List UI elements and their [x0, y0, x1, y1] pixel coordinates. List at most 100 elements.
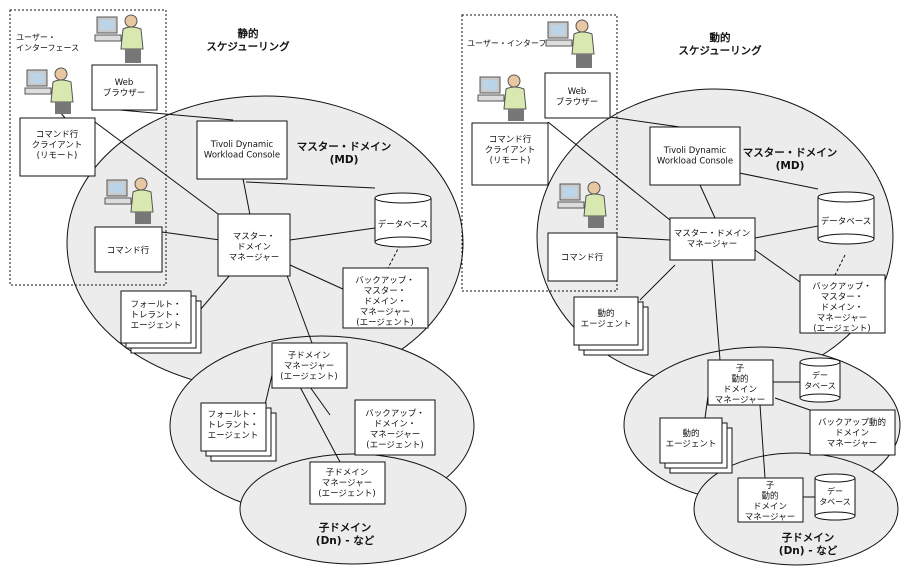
static-child-backup-box — [354, 399, 436, 456]
label-line: マスター・ — [233, 232, 276, 242]
dynamic-user-icon-3 — [557, 181, 607, 228]
label-line: ドメイン — [723, 385, 757, 395]
dynamic-child-manager-label: 子動的ドメインマネージャー — [715, 364, 765, 406]
static-database-label: データベース — [378, 219, 429, 230]
static-grandchild-manager-label: 子ドメインマネージャー(エージェント) — [318, 468, 375, 499]
dynamic-cli-remote-label: コマンド行クライアント(リモート) — [485, 134, 536, 166]
static-console-box — [196, 120, 288, 180]
label-line: ドメイン・ — [821, 303, 864, 313]
label-line: コマンド行 — [107, 245, 150, 256]
label-line: マスター・ — [821, 293, 864, 303]
label-line: (MD) — [330, 154, 359, 166]
label-line: (Dn) - など — [779, 544, 838, 557]
label-line: エージェント — [208, 431, 259, 441]
static-master-manager-label: マスター・ドメインマネージャー — [229, 232, 279, 263]
dynamic-child-backup-box — [809, 409, 896, 456]
label-line: 子ドメイン — [319, 522, 372, 534]
label-line: デー — [827, 486, 843, 496]
dynamic-backup-master-label: バックアップ・マスター・ドメイン・マネージャー(エージェント) — [812, 282, 872, 334]
dynamic-grandchild-db-label: データベース — [819, 486, 851, 507]
static-user-icon-3 — [104, 177, 154, 224]
label-line: フォールト・ — [130, 300, 181, 310]
label-line: マネージャー — [687, 240, 737, 250]
label-line: マネージャー — [817, 314, 867, 324]
label-line: クライアント — [485, 146, 536, 156]
dynamic-child-agent-stack — [659, 417, 733, 474]
dynamic-child-manager-box — [707, 359, 774, 406]
label-line: 子ドメイン — [782, 532, 835, 544]
label-line: 動的 — [710, 31, 731, 44]
label-line: ドメイン — [237, 243, 271, 253]
label-line: コマンド行 — [36, 129, 79, 140]
label-line: データベース — [821, 216, 872, 227]
static-child-manager-label: 子ドメインマネージャー(エージェント) — [280, 351, 337, 382]
label-line: マネージャー — [715, 396, 765, 406]
dynamic-agent-stack — [573, 296, 649, 356]
dynamic-user-interface-frame — [461, 14, 618, 292]
label-line: Workload Console — [204, 151, 280, 161]
static-title: 静的スケジューリング — [206, 27, 290, 53]
label-line: 子ドメイン — [326, 468, 369, 478]
label-line: Tivoli Dynamic — [663, 146, 727, 156]
label-line: エージェント — [666, 440, 717, 450]
label-line: エージェント — [131, 321, 182, 331]
label-line: フォールト・ — [207, 410, 258, 420]
static-master-manager-box — [217, 213, 291, 277]
label-line: トレラント・ — [130, 311, 181, 321]
dynamic-cli-remote-box — [471, 122, 549, 186]
static-user-interface-frame — [9, 9, 167, 286]
label-line: ブラウザー — [556, 97, 599, 108]
label-line: バックアップ・ — [355, 276, 415, 286]
label-line: トレラント・ — [207, 421, 258, 431]
dynamic-master-manager-label: マスター・ドメインマネージャー — [674, 229, 751, 250]
dynamic-user-icon-2 — [477, 74, 527, 121]
label-line: スケジューリング — [206, 40, 290, 53]
dynamic-user-icon-1 — [545, 19, 595, 68]
static-cli-remote-label: コマンド行クライアント(リモート) — [32, 129, 83, 161]
label-line: (エージェント) — [356, 318, 413, 328]
label-line: (エージェント) — [366, 441, 423, 451]
label-line: Web — [115, 78, 134, 88]
label-line: ドメイン・ — [374, 420, 417, 430]
static-cli-remote-box — [19, 117, 96, 177]
dynamic-grandchild-manager-label: 子動的ドメインマネージャー — [745, 481, 795, 523]
label-line: マネージャー — [827, 439, 877, 449]
label-line: バックアップ・ — [365, 409, 425, 419]
static-fta-label: フォールト・トレラント・エージェント — [130, 300, 181, 331]
label-line: マネージャー — [284, 362, 334, 372]
label-line: クライアント — [32, 141, 83, 151]
static-child-domain-label: 子ドメイン(Dn) - など — [316, 522, 375, 547]
static-backup-master-label: バックアップ・マスター・ドメイン・マネージャー(エージェント) — [355, 276, 415, 328]
label-line: マスター・ドメイン — [743, 147, 838, 159]
label-line: タベース — [819, 498, 851, 507]
label-line: 子 — [736, 364, 745, 374]
label-line: 動的 — [731, 374, 748, 385]
label-line: ブラウザー — [103, 88, 146, 99]
static-web-browser-box — [91, 64, 158, 111]
static-command-line-box — [94, 226, 163, 273]
label-line: 子 — [766, 481, 775, 491]
static-child-fta-stack — [200, 402, 277, 462]
dynamic-database-label: データベース — [821, 216, 872, 227]
label-line: 動的 — [761, 491, 778, 502]
dynamic-master-domain-label: マスター・ドメイン(MD) — [743, 147, 838, 172]
label-line: インターフェース — [16, 44, 79, 53]
dynamic-child-domain-label: 子ドメイン(Dn) - など — [779, 532, 838, 557]
label-line: (リモート) — [37, 151, 78, 161]
label-line: スケジューリング — [678, 44, 762, 57]
label-line: (リモート) — [490, 156, 531, 166]
label-line: タベース — [804, 382, 836, 391]
static-user-icon-2 — [24, 67, 74, 114]
label-line: データベース — [378, 219, 429, 230]
label-line: マスター・ドメイン — [297, 141, 392, 153]
label-line: Web — [568, 87, 587, 97]
label-line: マネージャー — [360, 308, 410, 318]
dynamic-child-agent-label: 動的エージェント — [666, 428, 717, 450]
label-line: マネージャー — [745, 513, 795, 523]
static-child-manager-box — [271, 342, 348, 389]
static-child-fta-label: フォールト・トレラント・エージェント — [207, 410, 258, 441]
